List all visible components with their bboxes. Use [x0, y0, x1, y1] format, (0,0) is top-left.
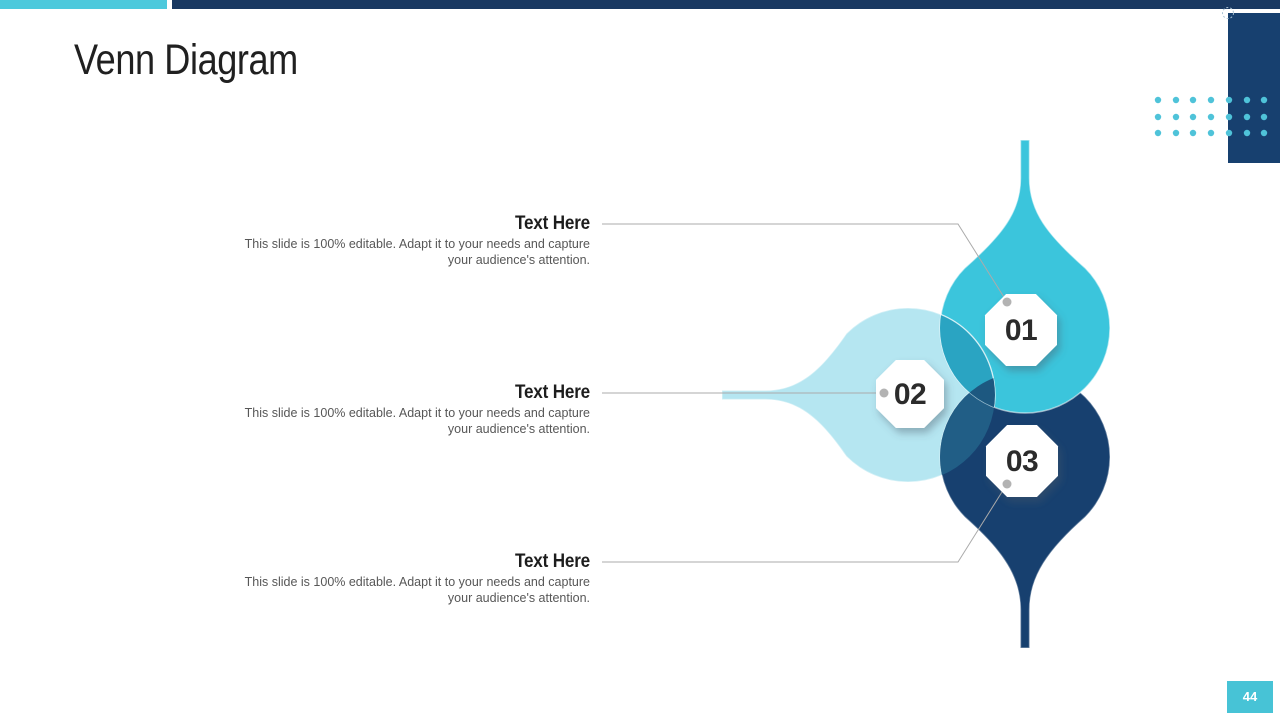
badge-octagon-02: [876, 360, 944, 428]
top-accent-bar-cyan: [0, 0, 167, 9]
text-block-1-description: This slide is 100% editable. Adapt it to…: [244, 237, 590, 267]
connector-dot-3: [1002, 479, 1012, 489]
text-block-2: Text Here This slide is 100% editable. A…: [130, 382, 591, 437]
connector-dot-1: [1002, 297, 1012, 307]
badge-octagon-01: [985, 294, 1057, 366]
text-block-3: Text Here This slide is 100% editable. A…: [130, 551, 591, 606]
venn-teardrop-03: [939, 371, 1111, 649]
badge-octagon-03: [986, 425, 1058, 497]
connector-line-3: [602, 483, 1008, 563]
page-title: Venn Diagram: [74, 36, 298, 84]
venn-overlap-triple: [940, 372, 995, 413]
page-number-badge: 44: [1227, 681, 1273, 713]
venn-overlap-02-03: [940, 372, 995, 482]
text-block-2-heading: Text Here: [514, 382, 590, 403]
text-block-2-description: This slide is 100% editable. Adapt it to…: [244, 406, 590, 436]
badge-number-02: 02: [894, 378, 926, 411]
badge-number-01: 01: [1005, 314, 1037, 347]
venn-teardrop-01: [939, 139, 1111, 414]
venn-teardrop-02: [721, 307, 996, 483]
text-block-3-heading: Text Here: [514, 551, 590, 572]
venn-overlap-01-02: [940, 307, 996, 413]
badge-number-03: 03: [1006, 445, 1038, 478]
corner-navy-block: [1228, 13, 1280, 163]
text-block-3-description: This slide is 100% editable. Adapt it to…: [244, 575, 590, 605]
text-block-1: Text Here This slide is 100% editable. A…: [130, 213, 591, 268]
connector-dot-2: [879, 388, 889, 398]
top-accent-bar-navy: [172, 0, 1280, 9]
connector-line-1: [602, 223, 1008, 303]
text-block-1-heading: Text Here: [514, 213, 590, 234]
